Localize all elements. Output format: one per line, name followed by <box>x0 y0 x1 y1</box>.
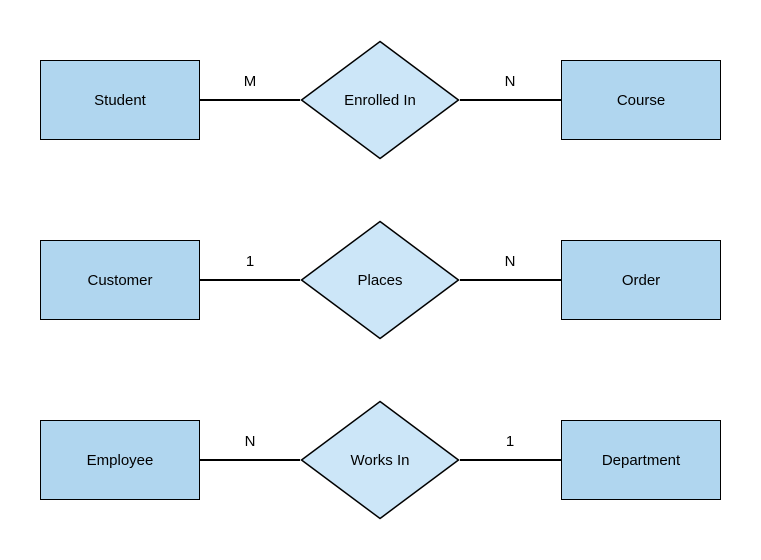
relationship-diamond-icon <box>300 220 460 340</box>
relationship-works-in: Works In <box>300 400 460 520</box>
relationship-places-label: Places <box>357 271 403 289</box>
entity-course: Course <box>561 60 721 140</box>
cardinality-label-right: N <box>504 73 516 90</box>
connector-enrolledin-course <box>460 99 561 101</box>
entity-student-label: Student <box>94 91 146 109</box>
relationship-enrolled-in: Enrolled In <box>300 40 460 160</box>
cardinality-label-left: M <box>243 73 257 90</box>
connector-customer-places <box>200 279 300 281</box>
entity-student: Student <box>40 60 200 140</box>
entity-customer-label: Customer <box>87 271 153 289</box>
cardinality-label-right: 1 <box>505 433 515 450</box>
connector-places-order <box>460 279 561 281</box>
entity-order-label: Order <box>621 271 661 289</box>
er-row-employee-department: Employee N Works In 1 Department <box>0 400 761 520</box>
cardinality-label-left: N <box>244 433 256 450</box>
relationship-works-in-label: Works In <box>350 451 410 469</box>
relationship-enrolled-in-label: Enrolled In <box>344 91 416 109</box>
cardinality-label-left: 1 <box>245 253 255 270</box>
entity-employee: Employee <box>40 420 200 500</box>
connector-employee-worksin <box>200 459 300 461</box>
er-row-student-course: Student M Enrolled In N Course <box>0 40 761 160</box>
entity-order: Order <box>561 240 721 320</box>
entity-course-label: Course <box>616 91 666 109</box>
entity-employee-label: Employee <box>86 451 154 469</box>
connector-worksin-department <box>460 459 561 461</box>
entity-customer: Customer <box>40 240 200 320</box>
relationship-places: Places <box>300 220 460 340</box>
er-row-customer-order: Customer 1 Places N Order <box>0 220 761 340</box>
relationship-diamond-icon <box>300 40 460 160</box>
cardinality-label-right: N <box>504 253 516 270</box>
entity-department: Department <box>561 420 721 500</box>
connector-student-enrolledin <box>200 99 300 101</box>
relationship-diamond-icon <box>300 400 460 520</box>
entity-department-label: Department <box>601 451 681 469</box>
